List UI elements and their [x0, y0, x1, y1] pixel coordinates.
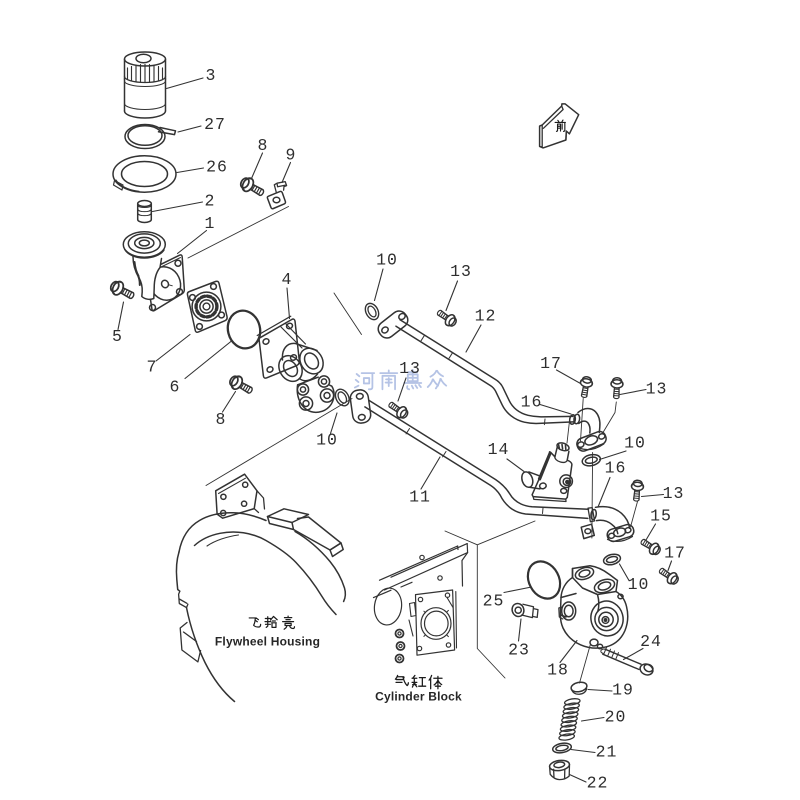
- svg-text:15: 15: [650, 507, 672, 526]
- svg-text:24: 24: [640, 632, 662, 651]
- svg-text:5: 5: [112, 327, 123, 346]
- svg-text:26: 26: [206, 158, 228, 177]
- svg-text:11: 11: [409, 488, 431, 507]
- svg-text:10: 10: [624, 434, 646, 453]
- svg-text:13: 13: [399, 359, 421, 378]
- svg-text:Cylinder Block: Cylinder Block: [375, 690, 462, 704]
- svg-text:16: 16: [605, 459, 627, 478]
- svg-text:10: 10: [316, 431, 338, 450]
- svg-text:2: 2: [205, 192, 216, 211]
- svg-text:10: 10: [376, 251, 398, 270]
- svg-text:17: 17: [664, 544, 686, 563]
- svg-text:21: 21: [596, 743, 618, 762]
- svg-text:12: 12: [475, 307, 497, 326]
- svg-text:8: 8: [216, 410, 227, 429]
- svg-text:22: 22: [587, 774, 609, 793]
- svg-text:7: 7: [147, 358, 158, 377]
- svg-text:6: 6: [170, 378, 181, 397]
- svg-text:14: 14: [488, 440, 510, 459]
- svg-text:3: 3: [206, 66, 217, 85]
- svg-text:9: 9: [286, 146, 297, 165]
- svg-text:17: 17: [540, 354, 562, 373]
- svg-text:1: 1: [205, 214, 216, 233]
- svg-text:18: 18: [547, 661, 569, 680]
- svg-text:10: 10: [628, 575, 650, 594]
- svg-text:20: 20: [605, 708, 627, 727]
- svg-text:16: 16: [521, 393, 543, 412]
- svg-text:13: 13: [646, 380, 668, 399]
- svg-text:4: 4: [282, 270, 293, 289]
- svg-text:25: 25: [483, 592, 505, 611]
- svg-text:13: 13: [663, 484, 685, 503]
- svg-text:13: 13: [450, 262, 472, 281]
- svg-text:8: 8: [258, 136, 269, 155]
- svg-text:19: 19: [612, 681, 634, 700]
- svg-text:Flywheel Housing: Flywheel Housing: [215, 635, 320, 649]
- svg-text:27: 27: [204, 115, 226, 134]
- svg-text:23: 23: [508, 641, 530, 660]
